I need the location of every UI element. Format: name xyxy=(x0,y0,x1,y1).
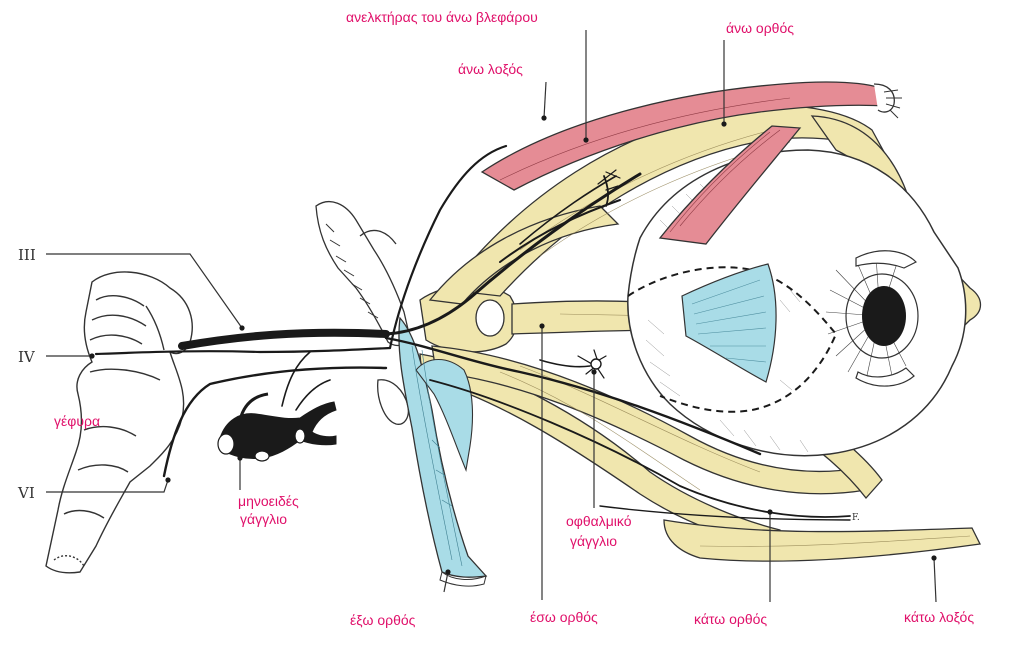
label-levator: ανελκτήρας του άνω βλεφάρου xyxy=(346,9,538,25)
label-ciliary-ganglion-2: γάγγλιο xyxy=(240,511,287,527)
nerves xyxy=(94,144,851,521)
red-muscles xyxy=(480,81,895,245)
label-pons: γέφυρα xyxy=(54,413,100,429)
label-ophthalmic-ganglion-2: γάγγλιο xyxy=(570,533,617,549)
eyeball xyxy=(627,149,967,457)
artist-initial: F. xyxy=(852,513,860,523)
ciliary-ganglion xyxy=(217,392,337,462)
pupil xyxy=(862,286,906,346)
trochlear-nerve xyxy=(94,346,392,356)
inferior-oblique-muscle xyxy=(663,519,981,562)
oculomotor-nerve xyxy=(178,328,390,350)
tendon-end xyxy=(439,571,487,587)
leader-superior-oblique xyxy=(543,81,547,119)
lateral-rectus-striations xyxy=(411,345,463,567)
label-iii: III xyxy=(18,246,36,264)
sphenoid-bone xyxy=(315,201,411,425)
label-vi: VI xyxy=(17,484,35,502)
leader-iii xyxy=(46,253,243,329)
blue-striations xyxy=(691,279,767,363)
leader-inferior-oblique xyxy=(933,557,937,603)
trochlea xyxy=(883,89,902,119)
label-iv: IV xyxy=(18,348,36,366)
leader-vi xyxy=(46,479,169,493)
label-ophthalmic-ganglion-1: οφθαλμικό xyxy=(566,513,632,529)
label-inferior-oblique: κάτω λοξός xyxy=(904,609,974,625)
brainstem-illustration xyxy=(45,271,193,574)
red-striations xyxy=(499,97,791,233)
label-superior-oblique: άνω λοξός xyxy=(458,61,523,77)
lateral-rectus-muscle xyxy=(398,316,488,578)
leader-lines xyxy=(46,30,937,603)
label-medial-rectus: έσω ορθός xyxy=(530,609,598,625)
label-lateral-rectus: έξω ορθός xyxy=(350,612,416,628)
label-ciliary-ganglion-1: μηνοειδές xyxy=(238,493,299,509)
label-superior-rectus: άνω ορθός xyxy=(726,20,794,36)
leader-dots xyxy=(89,115,937,575)
medial-rectus-insertion xyxy=(681,263,777,383)
leader-lateral-rectus xyxy=(443,571,449,593)
superior-rectus-red xyxy=(658,125,802,245)
ophthalmic-ganglion-mark xyxy=(590,358,602,370)
label-inferior-rectus: κάτω ορθός xyxy=(694,611,767,627)
abducens-nerve xyxy=(162,366,388,478)
